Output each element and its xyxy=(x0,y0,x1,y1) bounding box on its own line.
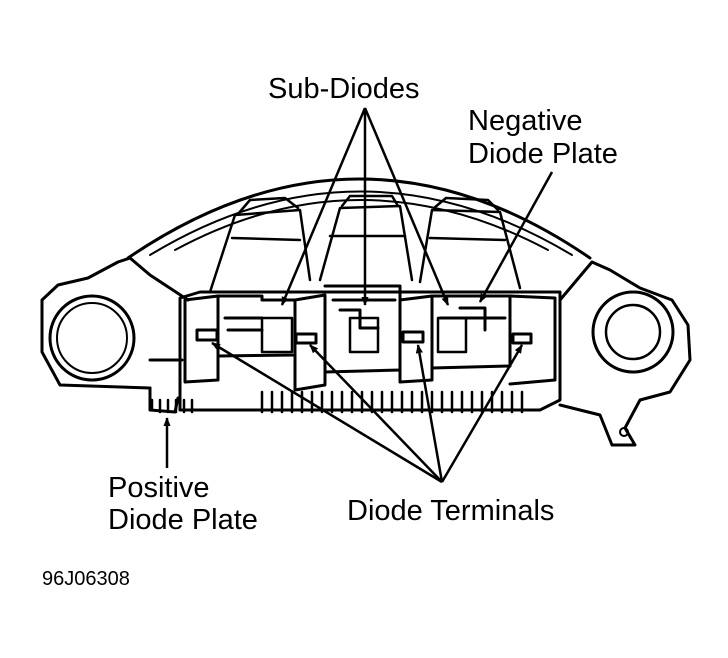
arrow-terminal-1 xyxy=(211,341,443,484)
arrow-sub-diode-3 xyxy=(363,107,450,306)
diode-module-right xyxy=(398,294,557,386)
arrow-sub-diode-1 xyxy=(280,107,367,306)
arrow-negative-plate xyxy=(478,171,554,303)
right-mounting-ear xyxy=(558,260,692,447)
diode-terminal-slot-3 xyxy=(401,330,425,344)
arched-cover xyxy=(126,177,592,260)
diode-module-left xyxy=(183,294,297,384)
diode-terminal-slot-1 xyxy=(195,328,219,342)
figure-code: 96J06308 xyxy=(42,568,130,590)
label-positive-line1: Positive xyxy=(108,472,210,504)
diode-terminal-slot-4 xyxy=(511,332,533,345)
arrow-terminal-4 xyxy=(440,344,524,483)
label-diode-terminals: Diode Terminals xyxy=(347,495,554,527)
leader-arrows xyxy=(163,107,554,484)
main-plate xyxy=(178,290,562,412)
label-positive-line2: Diode Plate xyxy=(108,504,258,536)
positive-plate-comb xyxy=(150,398,194,414)
label-sub-diodes: Sub-Diodes xyxy=(268,73,420,105)
rectifier-assembly-drawing xyxy=(40,177,692,447)
label-negative-line2: Diode Plate xyxy=(468,138,618,170)
arrow-terminal-3 xyxy=(415,344,444,483)
cover-fins xyxy=(208,194,522,294)
left-mounting-ear xyxy=(40,256,190,390)
cooling-fins xyxy=(260,390,524,414)
arrow-terminal-2 xyxy=(309,344,443,483)
diode-terminal-slot-2 xyxy=(294,332,318,345)
label-negative-line1: Negative xyxy=(468,105,582,137)
diode-module-center xyxy=(293,284,402,392)
